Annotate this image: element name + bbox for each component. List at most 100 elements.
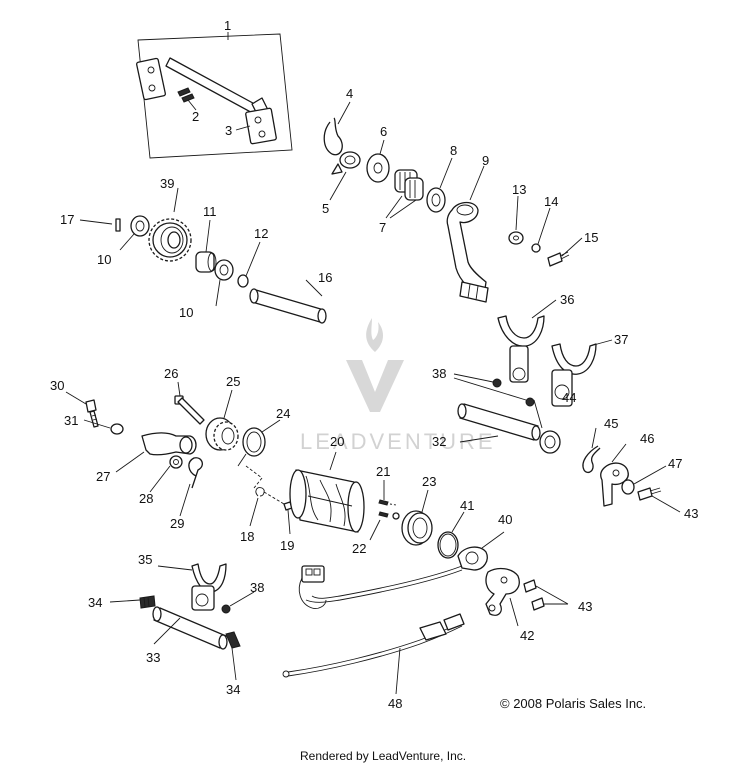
part-48-cable bbox=[282, 613, 465, 678]
part-36-shift-fork bbox=[497, 315, 545, 383]
part-46-arm bbox=[600, 462, 629, 507]
part-26-bolt bbox=[174, 395, 205, 425]
part-43-bolts-lower bbox=[523, 579, 545, 611]
leader-lines bbox=[65, 32, 681, 695]
part-33-shaft bbox=[152, 606, 228, 650]
part-17-pin bbox=[115, 218, 121, 232]
callout-36: 36 bbox=[560, 292, 574, 307]
callout-2: 2 bbox=[192, 109, 199, 124]
part-40-sensor bbox=[298, 546, 488, 609]
part-16-shaft bbox=[249, 288, 327, 324]
callout-42: 42 bbox=[520, 628, 534, 643]
part-13-washer bbox=[508, 231, 524, 245]
callout-labels: 1 2 3 4 5 6 7 8 9 39 10 10 11 12 13 14 1… bbox=[50, 18, 698, 711]
part-12-clip bbox=[237, 274, 249, 288]
callout-1: 1 bbox=[224, 18, 231, 33]
callout-27: 27 bbox=[96, 469, 110, 484]
part-41-o-ring bbox=[437, 531, 459, 559]
part-39-gear bbox=[148, 218, 192, 262]
part-18-spring bbox=[245, 465, 265, 497]
callout-20: 20 bbox=[330, 434, 344, 449]
callout-7: 7 bbox=[379, 220, 386, 235]
part-24-ring bbox=[237, 427, 266, 467]
part-5-collar bbox=[331, 151, 361, 175]
part-21-pin bbox=[378, 499, 397, 506]
callout-43-lower: 43 bbox=[578, 599, 592, 614]
part-47-washer bbox=[621, 479, 635, 495]
part-42-bracket bbox=[485, 567, 520, 616]
callout-46: 46 bbox=[640, 431, 654, 446]
callout-15: 15 bbox=[584, 230, 598, 245]
callout-6: 6 bbox=[380, 124, 387, 139]
part-25-shift-cam bbox=[205, 417, 239, 451]
callout-11: 11 bbox=[203, 204, 217, 219]
callout-39: 39 bbox=[160, 176, 174, 191]
callout-28: 28 bbox=[139, 491, 153, 506]
callout-14: 14 bbox=[544, 194, 558, 209]
callout-33: 33 bbox=[146, 650, 160, 665]
part-1-shift-shaft-assembly bbox=[136, 33, 293, 159]
part-45-spring bbox=[582, 445, 601, 474]
callout-9: 9 bbox=[482, 153, 489, 168]
part-31-washer bbox=[110, 423, 124, 435]
part-29-spring bbox=[188, 457, 204, 489]
callout-19: 19 bbox=[280, 538, 294, 553]
callout-12: 12 bbox=[254, 226, 268, 241]
callout-38-upper: 38 bbox=[432, 366, 446, 381]
part-43-bolt-upper bbox=[637, 487, 662, 501]
callout-10-lower: 10 bbox=[179, 305, 193, 320]
part-30-bolt bbox=[85, 399, 99, 428]
callout-21: 21 bbox=[376, 464, 390, 479]
callout-26: 26 bbox=[164, 366, 178, 381]
callout-22: 22 bbox=[352, 541, 366, 556]
callout-13: 13 bbox=[512, 182, 526, 197]
callout-40: 40 bbox=[498, 512, 512, 527]
callout-17: 17 bbox=[60, 212, 74, 227]
callout-3: 3 bbox=[225, 123, 232, 138]
callout-44: 44 bbox=[562, 390, 576, 405]
callout-35: 35 bbox=[138, 552, 152, 567]
callout-38-lower: 38 bbox=[250, 580, 264, 595]
callout-8: 8 bbox=[450, 143, 457, 158]
rendered-by-footer: Rendered by LeadVenture, Inc. bbox=[300, 749, 466, 763]
part-23-bearing bbox=[401, 510, 433, 546]
part-20-shift-drum bbox=[289, 469, 365, 533]
callout-31: 31 bbox=[64, 413, 78, 428]
callout-37: 37 bbox=[614, 332, 628, 347]
callout-25: 25 bbox=[226, 374, 240, 389]
part-28-washer bbox=[169, 455, 183, 469]
callout-34-lower: 34 bbox=[226, 682, 240, 697]
part-19-pin bbox=[263, 491, 293, 511]
callout-5: 5 bbox=[322, 201, 329, 216]
callout-45: 45 bbox=[604, 416, 618, 431]
part-34-spring-lower bbox=[225, 631, 241, 649]
callout-24: 24 bbox=[276, 406, 290, 421]
callout-16: 16 bbox=[318, 270, 332, 285]
part-15-bolt bbox=[547, 251, 570, 267]
part-14-lock-washer bbox=[531, 243, 541, 253]
callout-4: 4 bbox=[346, 86, 353, 101]
part-8-seal bbox=[426, 187, 446, 213]
part-10-washer-lower bbox=[214, 259, 234, 281]
part-22-pin bbox=[378, 511, 400, 520]
part-10-washer-upper bbox=[130, 215, 150, 237]
callout-23: 23 bbox=[422, 474, 436, 489]
part-35-shift-fork bbox=[191, 563, 227, 611]
part-9-shift-lever bbox=[446, 201, 489, 303]
callout-43-upper: 43 bbox=[684, 506, 698, 521]
part-4-spring bbox=[323, 117, 343, 156]
part-11-bushing bbox=[195, 251, 217, 273]
callout-32: 32 bbox=[432, 434, 446, 449]
callout-30: 30 bbox=[50, 378, 64, 393]
callout-10-upper: 10 bbox=[97, 252, 111, 267]
callout-34-upper: 34 bbox=[88, 595, 102, 610]
callout-48: 48 bbox=[388, 696, 402, 711]
callout-41: 41 bbox=[460, 498, 474, 513]
part-7-bearings bbox=[394, 169, 424, 201]
part-34-spring-upper bbox=[139, 595, 156, 609]
part-38-pin-upper bbox=[492, 378, 535, 407]
copyright-text: © 2008 Polaris Sales Inc. bbox=[500, 696, 646, 711]
callout-18: 18 bbox=[240, 529, 254, 544]
callout-29: 29 bbox=[170, 516, 184, 531]
part-6-washer bbox=[366, 153, 390, 183]
